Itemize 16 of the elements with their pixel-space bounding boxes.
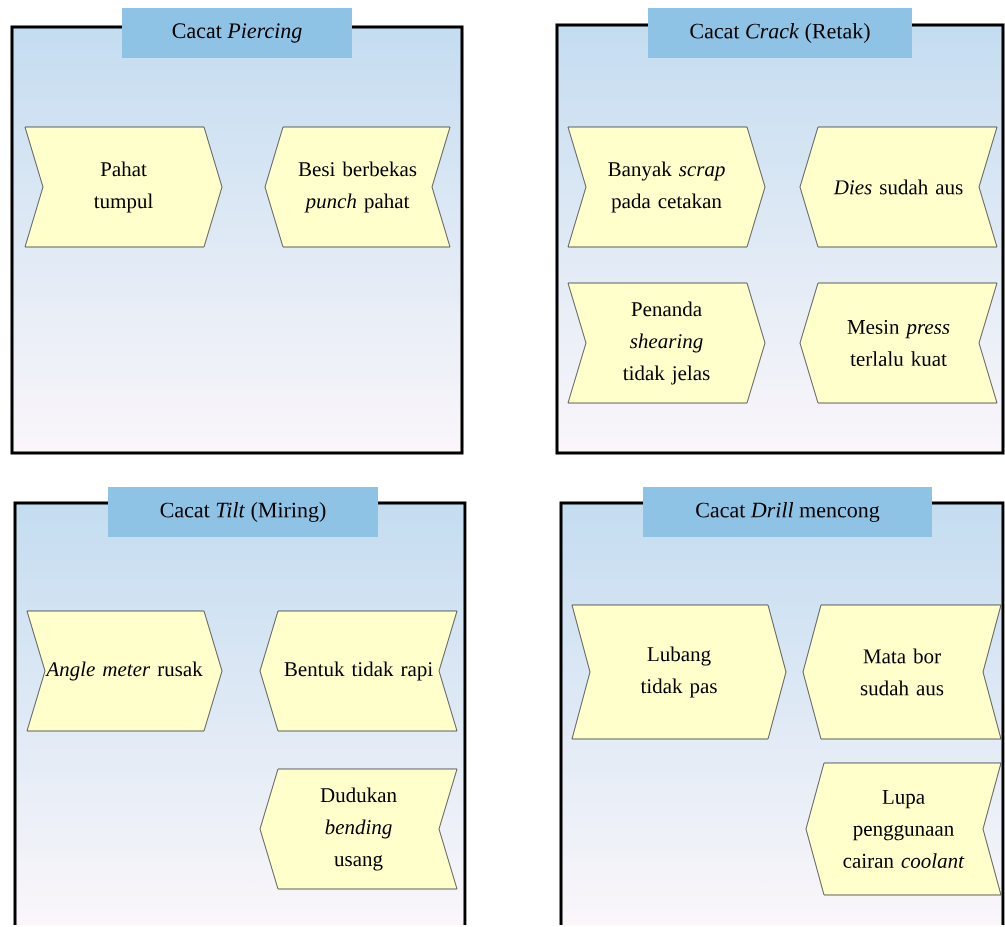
chevron-box: Angle meter rusak [26,610,223,732]
chevron-box: Dudukan bending usang [259,768,458,890]
chevron-box: Mesin press terlalu kuat [799,282,998,404]
chevron-box: Penanda shearing tidak jelas [567,282,766,404]
chevron-box: Besi berbekas punch pahat [264,126,451,248]
chevron-box: Banyak scrap pada cetakan [567,126,766,248]
chevron-box: Pahat tumpul [24,126,223,248]
chevron-box: Mata bor sudah aus [802,604,1002,740]
chevron-box: Dies sudah aus [799,126,998,248]
title-tab: Cacat Piercing [122,8,352,58]
chevron-box: Bentuk tidak rapi [259,610,458,732]
title-tab: Cacat Crack (Retak) [648,8,912,58]
title-tab: Cacat Drill mencong [643,487,932,537]
chevron-box: Lupa penggunaan cairan coolant [805,762,1002,896]
title-tab: Cacat Tilt (Miring) [108,487,378,537]
chevron-box: Lubang tidak pas [571,604,787,740]
